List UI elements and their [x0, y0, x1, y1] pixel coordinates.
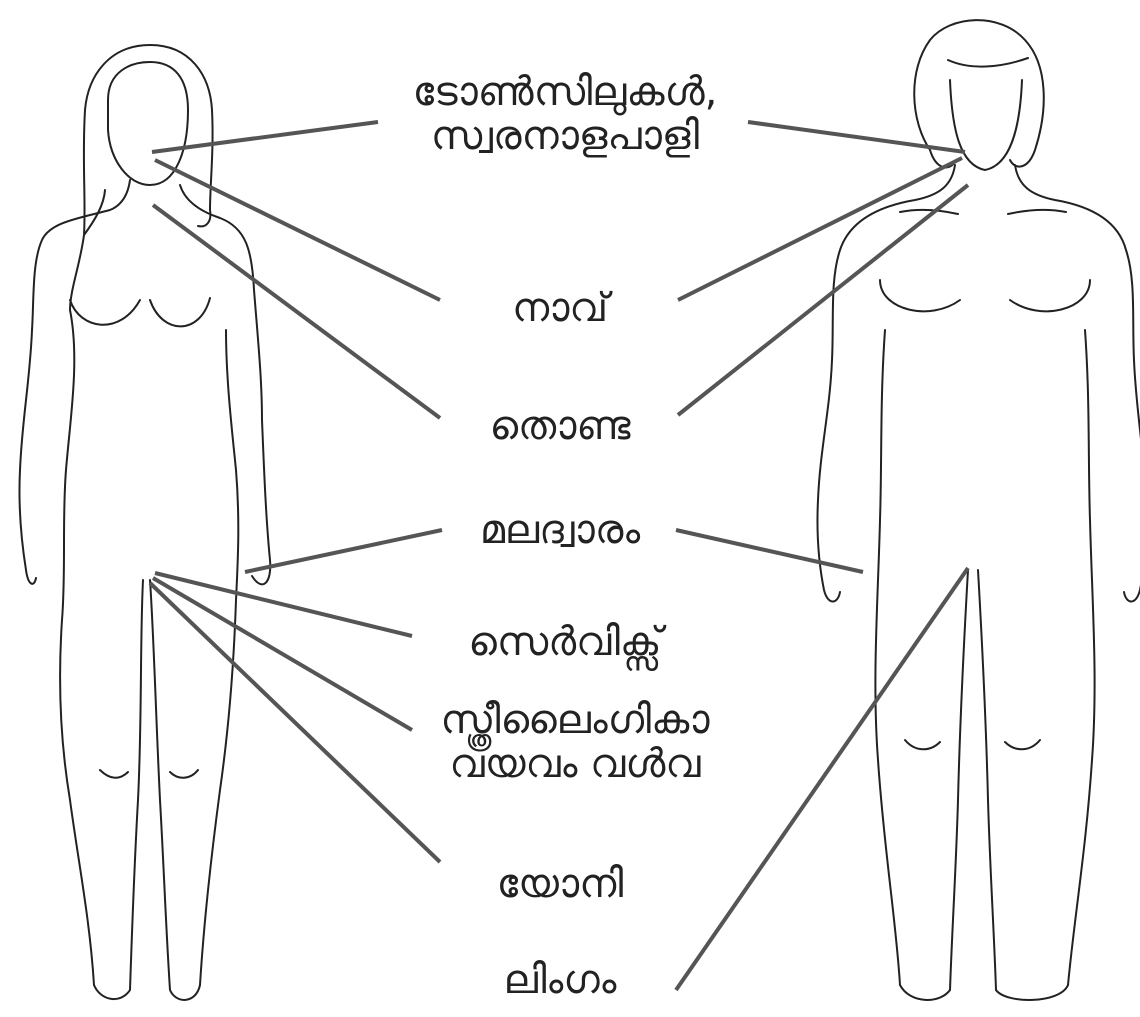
pointer-anus-female — [245, 530, 442, 572]
pointer-tongue-female — [155, 160, 440, 300]
label-anus: മലദ്വാരം — [450, 508, 670, 552]
pointer-vulva — [153, 578, 412, 730]
pointer-lines — [150, 122, 968, 990]
female-legs — [94, 580, 200, 1000]
label-vulva: സ്ത്രീലൈംഗികാ വയവം വൾവ — [405, 698, 745, 786]
label-tonsils: ടോൺസിലുകൾ, സ്വരനാളപാളി — [390, 70, 740, 158]
female-chest — [70, 298, 210, 326]
label-tongue: നാവ് — [470, 286, 650, 330]
male-legs — [900, 570, 1068, 1000]
label-tonsils-line2: സ്വരനാളപാളി — [390, 114, 740, 158]
label-throat: തൊണ്ട — [470, 404, 650, 448]
label-penis: ലിംഗം — [470, 958, 650, 1002]
pointer-throat-female — [153, 205, 440, 418]
pointer-anus-male — [676, 530, 863, 572]
label-vulva-line1: സ്ത്രീലൈംഗികാ — [405, 698, 745, 742]
label-vagina: യോനി — [470, 862, 650, 906]
pointer-throat-male — [678, 185, 968, 415]
pointer-tongue-male — [678, 158, 962, 300]
label-cervix: സെർവിക്സ് — [420, 620, 710, 664]
male-chest — [880, 210, 1090, 311]
label-vulva-line2: വയവം വൾവ — [405, 742, 745, 786]
label-tonsils-line1: ടോൺസിലുകൾ, — [390, 70, 740, 114]
pointer-tonsils-male — [748, 122, 965, 152]
female-body-outline — [19, 45, 270, 1000]
male-head — [914, 20, 1044, 167]
female-face — [108, 62, 188, 185]
male-body-outline — [817, 20, 1140, 1000]
female-torso — [19, 180, 270, 985]
